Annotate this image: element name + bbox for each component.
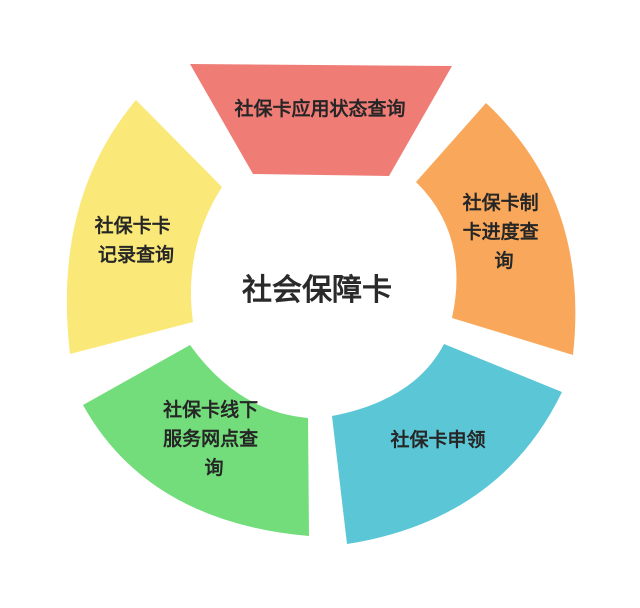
segment-offline-outlets[interactable]: 社保卡线下 服务网点查 询 — [83, 345, 309, 536]
segment-outlets-label-line-3: 询 — [204, 456, 223, 479]
segment-progress-label-line-1: 社保卡制 — [462, 191, 539, 214]
segment-status-label-line-1: 社保卡应用状态查询 — [233, 97, 405, 120]
svg-text:社保卡卡 记录查询: 社保卡卡 记录查询 — [94, 214, 178, 266]
segment-outlets-shape — [83, 345, 309, 536]
segment-progress-label-line-3: 询 — [494, 249, 513, 272]
segment-card-records[interactable]: 社保卡卡 记录查询 — [66, 100, 222, 354]
segment-status-shape — [190, 64, 452, 176]
segment-records-shape — [66, 100, 222, 354]
segment-status-query[interactable]: 社保卡应用状态查询 — [190, 64, 452, 176]
segment-production-progress[interactable]: 社保卡制 卡进度查 询 — [416, 103, 576, 355]
center-title: 社会保障卡 — [242, 273, 392, 308]
segment-apply-label-line-1: 社保卡申领 — [389, 428, 485, 451]
segment-outlets-label-line-1: 社保卡线下 — [162, 398, 258, 421]
segment-records-label-line-2: 记录查询 — [98, 243, 174, 266]
svg-text:社保卡申领: 社保卡申领 — [389, 428, 485, 451]
svg-text:社保卡制 卡进度查 询: 社保卡制 卡进度查 询 — [462, 191, 546, 272]
svg-text:社保卡应用状态查询: 社保卡应用状态查询 — [233, 97, 405, 120]
segment-progress-label-line-2: 卡进度查 — [463, 220, 540, 243]
segment-progress-shape — [416, 103, 576, 355]
segment-records-label-line-1: 社保卡卡 — [94, 214, 171, 237]
segment-apply-shape — [332, 344, 562, 544]
segment-outlets-label-line-2: 服务网点查 — [163, 427, 259, 450]
segment-card-application[interactable]: 社保卡申领 — [332, 344, 562, 544]
svg-text:社保卡线下 服务网点查 询: 社保卡线下 服务网点查 询 — [162, 398, 265, 479]
